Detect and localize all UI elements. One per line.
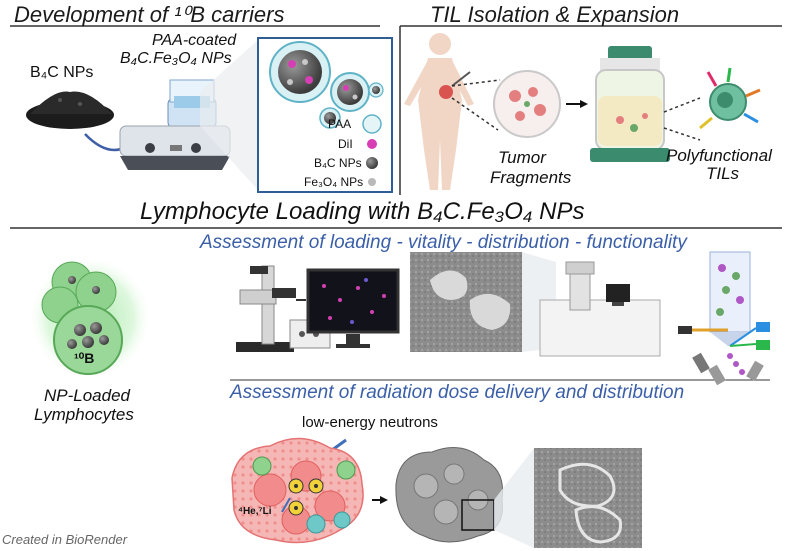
electron-microscope-icon (539, 261, 661, 357)
dil-icon (367, 139, 377, 149)
flow-cytometer-icon (678, 251, 770, 386)
coated-np-small-icon (319, 82, 384, 129)
fluorescence-monitor-icon (306, 268, 400, 348)
tumor-label-line1: Tumor (498, 148, 546, 167)
zoom-callout-icon (200, 40, 258, 190)
legend-dil-label: DiI (338, 137, 353, 151)
coated-np-medium-icon (330, 72, 370, 112)
alpha-track-icon (281, 497, 291, 513)
scalpel-icon (451, 71, 471, 87)
radiation-symbol-icon (288, 478, 324, 516)
legend-b4c-label: B₄C NPs (314, 156, 362, 170)
assessment-loading-title: Assessment of loading - vitality - distr… (200, 232, 687, 253)
b4c-powder-icon (26, 91, 114, 129)
human-body-icon (404, 33, 474, 190)
assessment-radiation-title: Assessment of radiation dose delivery an… (230, 382, 685, 403)
legend-paa-label: PAA (328, 117, 352, 131)
np-loaded-lymphocytes-icon (28, 256, 152, 380)
b4c-icon (366, 157, 378, 169)
bioreactor-icon (590, 46, 670, 162)
header-til: TIL Isolation & Expansion (430, 2, 680, 27)
paa-icon (362, 114, 382, 134)
sem-image-icon (410, 252, 522, 352)
microscope-icon (236, 265, 296, 352)
processed-tissue-icon (395, 447, 504, 543)
til-cell-icon (699, 67, 761, 130)
coated-np-large-icon (269, 41, 331, 103)
alpha-lithium-label: ⁴He,⁷Li (238, 506, 272, 517)
polyfunctional-label-line1: Polyfunctional (666, 146, 772, 165)
paa-coated-label-line1: PAA-coated (152, 32, 237, 49)
tumor-label-line2: Fragments (490, 168, 572, 187)
fe3o4-icon (368, 178, 376, 186)
petri-dish-icon (493, 70, 561, 138)
b4c-nps-label: B₄C NPs (30, 64, 94, 81)
header-development: Development of ¹⁰B carriers (14, 2, 285, 27)
tissue-zoom-callout-icon (494, 448, 534, 548)
polyfunctional-label-line2: TILs (706, 164, 740, 183)
autoradiography-image-icon (534, 448, 642, 548)
legend-fe3o4-label: Fe₃O₄ NPs (304, 175, 364, 189)
paa-coated-label-line2: B₄C.Fe₃O₄ NPs (120, 50, 232, 67)
boron-cell-label: ¹⁰B (74, 350, 95, 366)
low-energy-neutrons-label: low-energy neutrons (302, 414, 438, 431)
np-loaded-label-line1: NP-Loaded (44, 386, 131, 405)
biorender-credit: Created in BioRender (2, 532, 128, 547)
header-loading: Lymphocyte Loading with B₄C.Fe₃O₄ NPs (140, 198, 585, 225)
np-loaded-label-line2: Lymphocytes (34, 405, 134, 424)
